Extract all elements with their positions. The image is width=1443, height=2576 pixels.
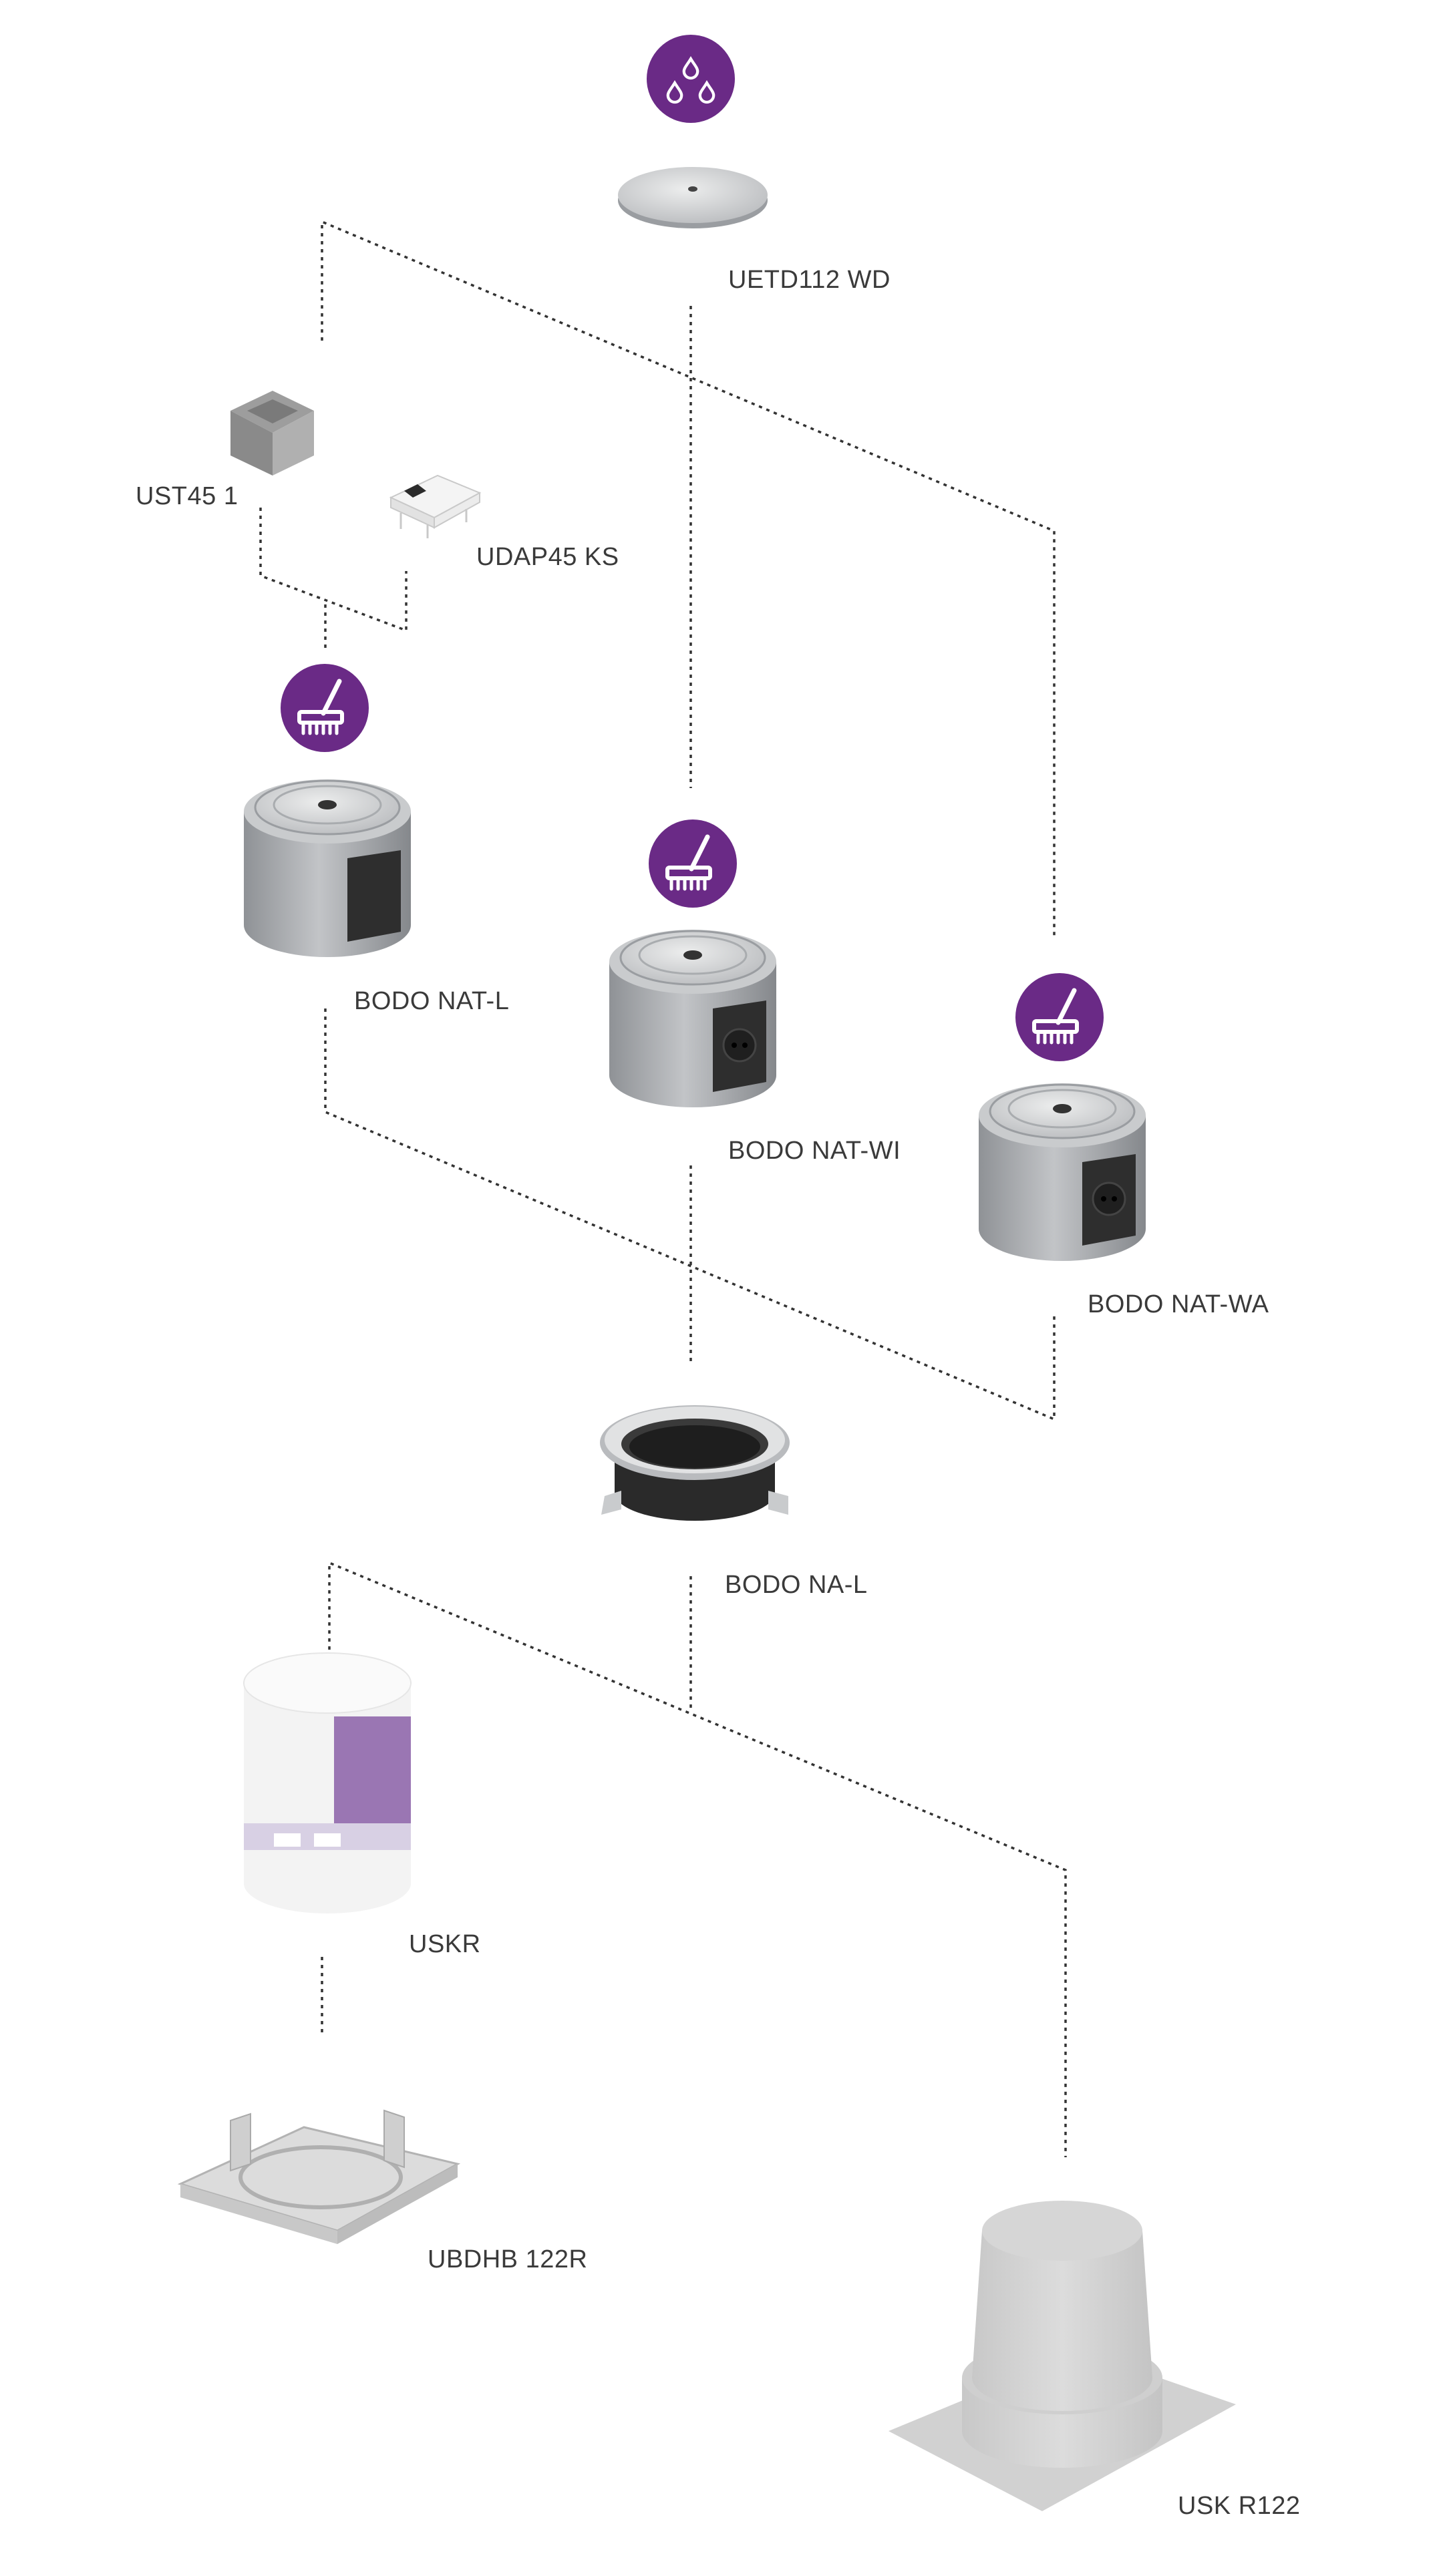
mop-icon xyxy=(281,664,369,752)
uetd112-wd-cover-image xyxy=(618,167,768,228)
label-usk-r122: USK R122 xyxy=(1178,2492,1301,2520)
udap45-ks-adapter-image xyxy=(389,474,482,538)
ubdhb-122r-bracket-image xyxy=(177,2109,461,2244)
label-bodo-nat-wi: BODO NAT-WI xyxy=(728,1137,901,1165)
connector-ust-to-udap xyxy=(259,508,408,632)
connector-lines xyxy=(259,220,1067,2157)
mop-icon xyxy=(1015,973,1104,1061)
label-bodo-nat-l: BODO NAT-L xyxy=(354,987,510,1015)
water-drops-icon xyxy=(647,35,735,123)
label-bodo-nat-wa: BODO NAT-WA xyxy=(1088,1290,1269,1318)
label-ubdhb-122r: UBDHB 122R xyxy=(428,2245,588,2273)
label-bodo-na-l: BODO NA-L xyxy=(725,1571,868,1599)
mop-icon xyxy=(649,819,737,908)
bodo-nat-l-image xyxy=(244,779,411,957)
uskr-box-image xyxy=(243,1652,412,1913)
connector-uskr-to-uskr122 xyxy=(328,1561,1067,2157)
label-udap45-ks: UDAP45 KS xyxy=(476,543,619,571)
label-uskr: USKR xyxy=(409,1930,481,1958)
bodo-na-l-ring-image xyxy=(600,1405,790,1521)
bodo-nat-wa-image xyxy=(979,1083,1146,1261)
ust45-1-module-image xyxy=(230,391,314,476)
usk-r122-housing-image xyxy=(889,2201,1236,2511)
label-ust45-1: UST45 1 xyxy=(136,482,238,510)
connector-ust45-to-wa xyxy=(321,220,1056,938)
label-uetd112-wd: UETD112 WD xyxy=(728,266,891,294)
connector-nat-l-to-wa xyxy=(324,1008,1056,1421)
bodo-nat-wi-image xyxy=(609,930,776,1107)
